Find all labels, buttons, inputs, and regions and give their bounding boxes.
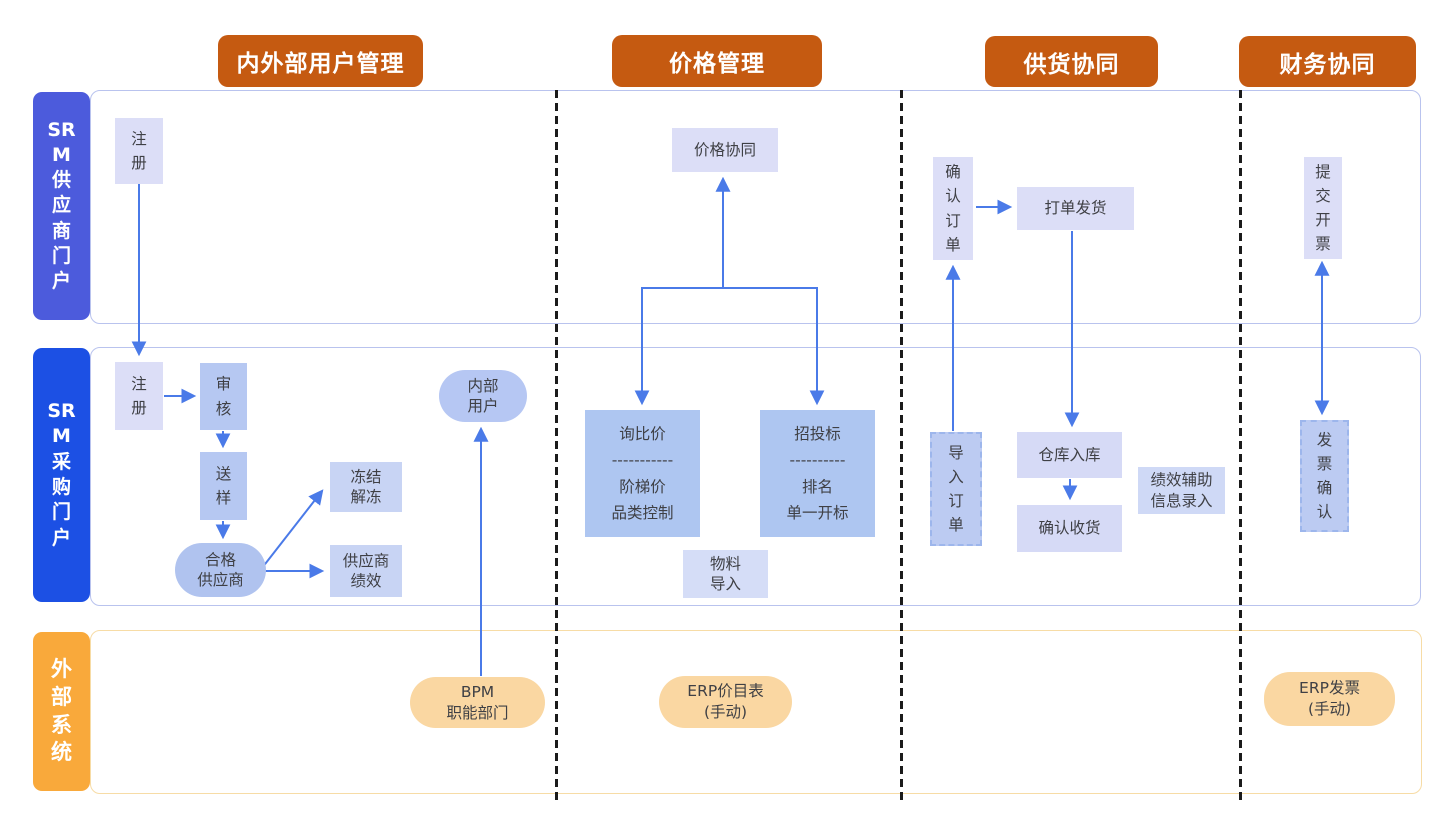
column-separator-3	[1239, 90, 1242, 802]
node-review: 审 核	[200, 363, 247, 430]
node-confirm-order: 确 认 订 单	[933, 157, 973, 260]
node-confirm-receipt: 确认收货	[1017, 505, 1122, 552]
node-supplier-register: 注 册	[115, 118, 163, 184]
column-separator-1	[555, 90, 558, 802]
node-material-import: 物料 导入	[683, 550, 768, 598]
node-invoice-confirm: 发 票 确 认	[1300, 420, 1349, 532]
node-performance-aux-entry: 绩效辅助 信息录入	[1138, 467, 1225, 514]
node-supplier-performance: 供应商 绩效	[330, 545, 402, 597]
lane-label-procurement-portal: SR M 采 购 门 户	[33, 348, 90, 602]
node-erp-invoice: ERP发票 (手动)	[1264, 672, 1395, 726]
node-internal-user: 内部 用户	[439, 370, 527, 422]
node-procure-register: 注 册	[115, 362, 163, 430]
node-print-ship: 打单发货	[1017, 187, 1134, 230]
lane-row-supplier-portal	[90, 90, 1421, 324]
header-user-management: 内外部用户管理	[218, 35, 423, 87]
node-price-collaboration: 价格协同	[672, 128, 778, 172]
node-qualified-supplier: 合格 供应商	[175, 543, 266, 597]
lane-label-supplier-portal: SR M 供 应 商 门 户	[33, 92, 90, 320]
header-supply-collaboration: 供货协同	[985, 36, 1158, 87]
node-inquiry-compare-price: 询比价 ----------- 阶梯价 品类控制	[585, 410, 700, 537]
node-erp-pricelist: ERP价目表 (手动)	[659, 676, 792, 728]
column-separator-2	[900, 90, 903, 802]
node-bpm-department: BPM 职能部门	[410, 677, 545, 728]
node-warehouse-in: 仓库入库	[1017, 432, 1122, 478]
node-bidding: 招投标 ---------- 排名 单一开标	[760, 410, 875, 537]
node-submit-invoice: 提 交 开 票	[1304, 157, 1342, 259]
header-finance-collaboration: 财务协同	[1239, 36, 1416, 87]
header-price-management: 价格管理	[612, 35, 822, 87]
node-import-order: 导 入 订 单	[930, 432, 982, 546]
lane-label-external-systems: 外 部 系 统	[33, 632, 90, 791]
node-freeze-unfreeze: 冻结 解冻	[330, 462, 402, 512]
node-sample: 送 样	[200, 452, 247, 520]
